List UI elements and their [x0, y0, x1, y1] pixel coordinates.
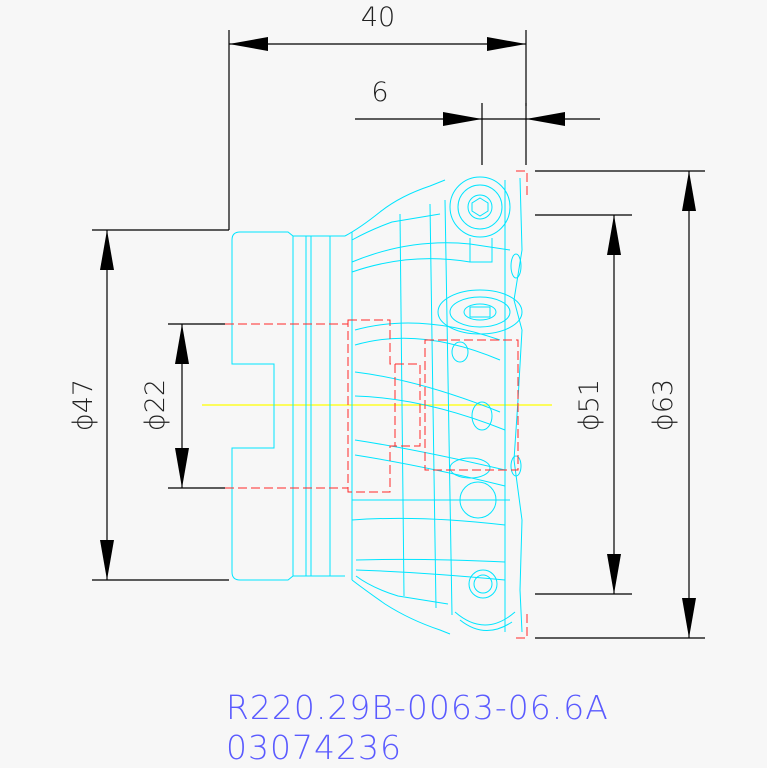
arrow-51-bottom	[607, 554, 621, 594]
insert-bottom-edge	[454, 611, 516, 626]
head-right-edge	[513, 177, 523, 633]
insert-low-1	[471, 401, 493, 431]
head-inner-bottom	[355, 575, 449, 605]
arrow-63-top	[682, 171, 696, 211]
hidden-edge-top	[516, 170, 528, 198]
flute-2	[354, 322, 501, 341]
part-number: R220.29B-0063-06.6A	[226, 688, 609, 727]
shank-outline	[231, 231, 294, 581]
insert-top-mid	[457, 184, 503, 230]
head-detail-b	[429, 203, 437, 609]
arrow-40-right	[487, 37, 526, 51]
head-detail-a	[399, 213, 405, 597]
title-block: R220.29B-0063-06.6A 03074236	[226, 688, 609, 768]
flute-4	[354, 439, 506, 471]
arrow-63-bottom	[682, 598, 696, 638]
dimension-lines	[92, 30, 705, 639]
dim-label-6: 6	[371, 77, 388, 108]
head-inner-top	[351, 213, 441, 241]
flute-2b	[354, 337, 501, 361]
arrow-47-bottom	[100, 540, 114, 580]
flute-4b	[354, 454, 506, 487]
cutter-body	[231, 176, 523, 635]
dim-label-47: ϕ47	[68, 379, 99, 431]
insert-low-2	[451, 341, 469, 363]
flute-6b	[355, 569, 506, 581]
head-outline-top	[344, 179, 446, 237]
insert-low-4	[459, 481, 497, 519]
flute-5b	[351, 517, 506, 526]
insert-mid-screw	[469, 306, 491, 318]
hidden-lines	[225, 170, 528, 639]
insert-bottom-inner	[473, 574, 493, 594]
flute-1	[351, 242, 511, 263]
insert-top-stem	[469, 238, 493, 263]
flute-1b	[351, 258, 471, 273]
arrow-47-top	[100, 230, 114, 270]
arrow-22-top	[175, 324, 189, 364]
insert-bottom-outer	[468, 569, 498, 599]
arrow-6-left	[443, 112, 482, 126]
flute-6	[355, 558, 506, 563]
insert-low-3	[449, 457, 491, 479]
insert-bottom-edge-2	[459, 619, 513, 631]
dim-label-51: ϕ51	[574, 379, 605, 431]
part-code: 03074236	[226, 728, 402, 767]
insert-mid-inner	[463, 303, 497, 321]
insert-top-inner	[467, 194, 493, 220]
head-outline-bottom	[351, 579, 451, 635]
hidden-pocket	[424, 339, 519, 471]
side-notch-top	[510, 253, 522, 279]
hidden-bore-step	[347, 319, 421, 493]
arrow-40-left	[229, 37, 268, 51]
head-detail-c	[444, 199, 453, 616]
flute-3	[354, 371, 501, 413]
arrow-51-top	[607, 215, 621, 255]
insert-mid-outer	[437, 289, 523, 335]
flute-3b	[354, 395, 506, 431]
insert-top-screw	[471, 197, 489, 217]
dim-label-22: ϕ22	[140, 379, 171, 431]
arrow-6-right	[526, 112, 565, 126]
insert-top-outer	[449, 176, 511, 238]
insert-mid-mid	[449, 296, 511, 328]
dim-label-40: 40	[361, 2, 395, 33]
side-notch-bottom	[510, 455, 522, 477]
hidden-edge-bottom	[516, 612, 528, 639]
arrow-22-bottom	[175, 448, 189, 488]
dim-label-63: ϕ63	[648, 379, 679, 431]
